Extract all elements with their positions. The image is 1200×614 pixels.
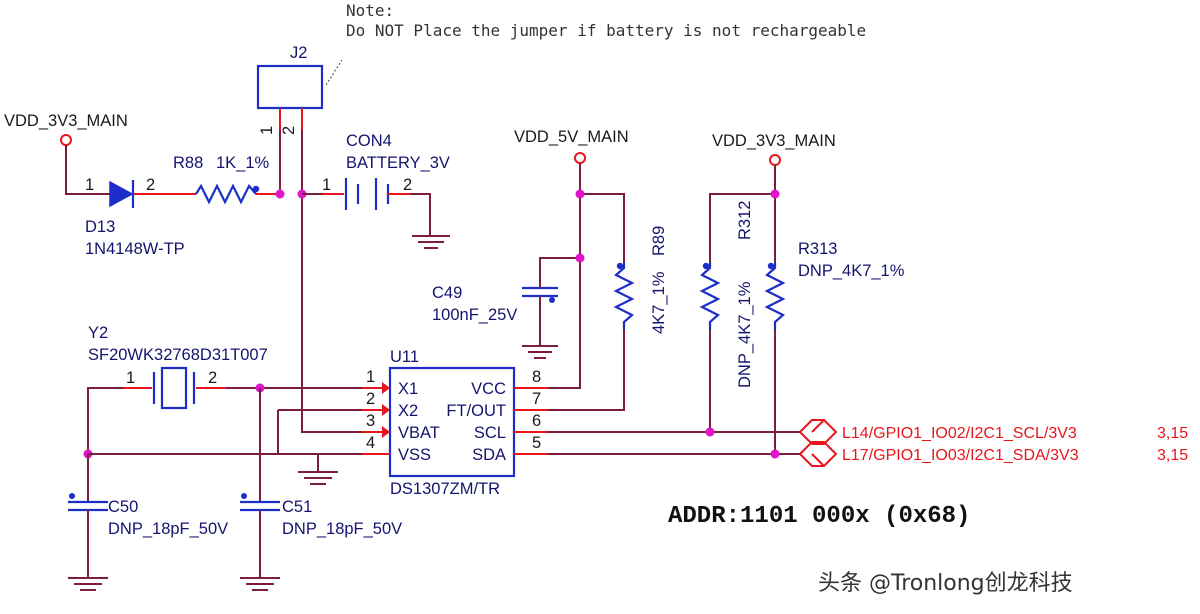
i2c-address: ADDR:1101 000x (0x68): [668, 503, 970, 530]
ground-symbol-c50: [68, 577, 108, 591]
jumper-note: Note: Do NOT Place the jumper if battery…: [325, 1, 866, 86]
jumper-j2: J2 1 2: [256, 44, 362, 433]
resistor-r89: R89 4K7_1%: [520, 226, 668, 411]
u11-pin7-num: 7: [532, 390, 541, 408]
note-text: Do NOT Place the jumper if battery is no…: [346, 21, 866, 40]
con4-ref: CON4: [346, 132, 392, 150]
note-title: Note:: [346, 1, 394, 20]
power-symbol-vdd-5v: VDD_5V_MAIN: [514, 128, 629, 389]
c51-ref: C51: [282, 498, 312, 516]
j2-pin1: 1: [258, 126, 276, 135]
net-label-sda: L17/GPIO1_IO03/I2C1_SDA/3V3: [842, 447, 1079, 464]
u11-pin3-name: VBAT: [398, 424, 440, 442]
d13-pin2: 2: [146, 176, 155, 194]
c50-value: DNP_18pF_50V: [108, 520, 228, 538]
c49-value: 100nF_25V: [432, 306, 517, 324]
ground-symbol-battery: [412, 235, 450, 249]
d13-pin1: 1: [85, 176, 94, 194]
ground-symbol-c51: [240, 577, 280, 591]
u11-pin4-num: 4: [366, 434, 375, 452]
u11-part: DS1307ZM/TR: [390, 480, 500, 498]
net-port-sda: L17/GPIO1_IO03/I2C1_SDA/3V3 3,15: [799, 441, 1188, 467]
u11-pin1-num: 1: [366, 368, 375, 386]
watermark: 头条 @Tronlong创龙科技: [818, 571, 1073, 596]
power-symbol-vdd-3v3-right: VDD_3V3_MAIN: [709, 132, 836, 262]
capacitor-c50: C50 DNP_18pF_50V: [68, 454, 228, 591]
r89-ref: R89: [650, 226, 668, 256]
y2-ref: Y2: [88, 324, 108, 342]
con4-value: BATTERY_3V: [346, 154, 450, 172]
y2-pin2: 2: [208, 369, 217, 387]
battery-con4: CON4 BATTERY_3V 1 2: [302, 132, 450, 249]
con4-pin1: 1: [322, 176, 331, 194]
j2-pin2: 2: [280, 126, 298, 135]
u11-pin6-name: SCL: [474, 424, 506, 442]
ground-symbol-vss: [298, 471, 338, 485]
power-label-vdd-3v3-left: VDD_3V3_MAIN: [4, 112, 128, 130]
u11-pin2-name: X2: [398, 402, 418, 420]
net-ref-sda: 3,15: [1157, 447, 1188, 464]
net-port-scl: L14/GPIO1_IO02/I2C1_SCL/3V3 3,15: [799, 419, 1188, 445]
junction-r88-j2: [275, 189, 285, 199]
r312-value: DNP_4K7_1%: [736, 281, 754, 388]
u11-pin7-name: FT/OUT: [446, 402, 506, 420]
y2-value: SF20WK32768D31T007: [88, 346, 268, 364]
u11-pin6-num: 6: [532, 412, 541, 430]
power-symbol-vdd-3v3-left: VDD_3V3_MAIN: [4, 112, 128, 195]
junction-3v3-pullups: [770, 189, 780, 199]
capacitor-c51: C51 DNP_18pF_50V: [240, 388, 402, 591]
d13-ref: D13: [85, 218, 115, 236]
y2-pin1: 1: [126, 369, 135, 387]
junction-5v-r89: [575, 189, 585, 199]
u11-pin8-num: 8: [532, 368, 541, 386]
u11-pin5-num: 5: [532, 434, 541, 452]
c51-value: DNP_18pF_50V: [282, 520, 402, 538]
diode-d13: 1 2 D13 1N4148W-TP: [85, 176, 185, 258]
c49-ref: C49: [432, 284, 462, 302]
junction-sda-pullup: [770, 449, 780, 459]
u11-pin1-name: X1: [398, 380, 418, 398]
net-ref-scl: 3,15: [1157, 425, 1188, 442]
power-label-vdd-5v: VDD_5V_MAIN: [514, 128, 629, 146]
j2-ref: J2: [290, 44, 307, 62]
con4-pin2: 2: [403, 176, 412, 194]
r89-value: 4K7_1%: [650, 271, 668, 334]
r88-ref: R88: [173, 154, 203, 172]
resistor-r313: R313 DNP_4K7_1%: [764, 240, 905, 454]
u11-pin5-name: SDA: [472, 446, 506, 464]
r312-ref: R312: [736, 201, 754, 240]
u11-pin4-name: VSS: [398, 446, 431, 464]
r313-ref: R313: [798, 240, 837, 258]
power-label-vdd-3v3-right: VDD_3V3_MAIN: [712, 132, 836, 150]
ground-symbol-c49: [522, 345, 558, 359]
junction-5v-c49: [575, 253, 585, 263]
d13-value: 1N4148W-TP: [85, 240, 185, 258]
u11-pin3-num: 3: [366, 412, 375, 430]
capacitor-c49: C49 100nF_25V: [432, 282, 558, 359]
junction-scl-pullup: [705, 427, 715, 437]
c50-ref: C50: [108, 498, 138, 516]
crystal-y2: Y2 SF20WK32768D31T007 1 2: [87, 324, 362, 454]
ic-u11: U11 DS1307ZM/TR 1 2 3 4 X1 X2 VBAT VSS 8…: [362, 348, 548, 498]
r313-value: DNP_4K7_1%: [798, 262, 905, 280]
net-label-scl: L14/GPIO1_IO02/I2C1_SCL/3V3: [842, 425, 1077, 442]
resistor-r88: R88 1K_1%: [173, 154, 282, 205]
u11-pin8-name: VCC: [471, 380, 506, 398]
u11-pin2-num: 2: [366, 390, 375, 408]
resistor-r312: R312 DNP_4K7_1%: [699, 201, 754, 432]
u11-ref: U11: [390, 348, 419, 366]
r88-value: 1K_1%: [216, 154, 270, 172]
